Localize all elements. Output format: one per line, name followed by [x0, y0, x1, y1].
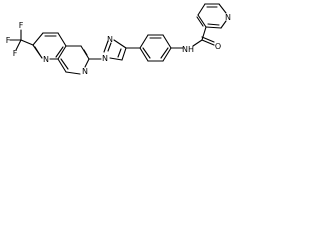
atom-n-pyrazole-2: N [107, 35, 113, 44]
bond-lines [9, 3, 227, 75]
atom-f-top: F [19, 21, 24, 30]
atom-labels: F F F N N N N N H O N [6, 13, 231, 76]
atom-n-naphthyridine-1: N [43, 55, 49, 64]
molecule-drawing: F F F N N N N N H O N [6, 3, 231, 76]
atom-f-left: F [6, 36, 11, 45]
molecule-structure: F F F N N N N N H O N [0, 0, 252, 114]
atom-h-amide: H [188, 45, 194, 54]
atom-o-carbonyl: O [215, 42, 221, 51]
atom-n-naphthyridine-2: N [82, 67, 88, 76]
atom-n-amide: N [182, 45, 188, 54]
atom-f-bottom: F [13, 49, 18, 58]
atom-n-pyridine: N [225, 13, 231, 22]
atom-n-pyrazole-1: N [102, 54, 108, 63]
